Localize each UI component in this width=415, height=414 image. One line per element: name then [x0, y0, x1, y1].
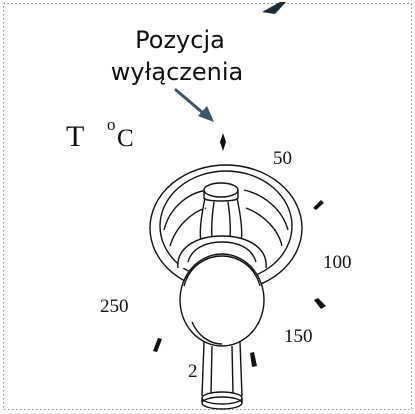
scale-label-250: 250 — [100, 296, 129, 317]
scale-label-partial: 2 — [188, 361, 198, 382]
tick-mark — [313, 200, 324, 210]
unit-degree: o — [107, 115, 116, 134]
thermostat-knob — [149, 164, 303, 410]
scale-ticks — [153, 200, 326, 367]
off-position-marker — [220, 133, 226, 151]
callout-arrow — [174, 88, 214, 122]
scale-label-150: 150 — [284, 326, 313, 347]
scale-label-50: 50 — [273, 148, 292, 169]
scale-label-100: 100 — [323, 252, 352, 273]
dotted-frame — [3, 3, 412, 410]
tick-mark — [153, 338, 162, 352]
unit-letter: C — [117, 125, 134, 152]
callout-line-2: wyłączenia — [111, 58, 244, 86]
tick-mark — [250, 352, 257, 367]
callout-line-1: Pozycja — [135, 26, 225, 54]
unit-symbol: T — [66, 120, 84, 153]
top-arrow-fragment — [262, 2, 286, 14]
tick-mark — [314, 298, 326, 309]
